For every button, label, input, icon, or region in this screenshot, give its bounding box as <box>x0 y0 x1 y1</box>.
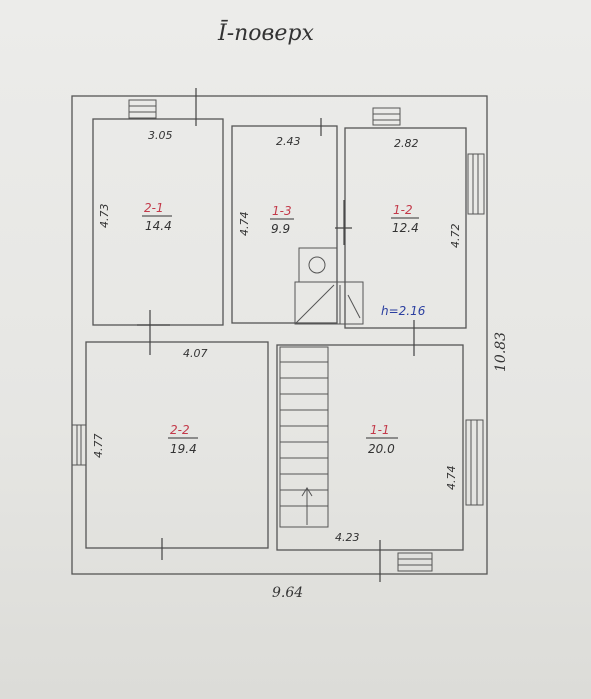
window-top-left <box>128 99 157 119</box>
ceiling-height-note: h=2.16 <box>381 304 426 318</box>
room-1-3-area: 9.9 <box>271 222 290 236</box>
room-2-2-id: 2-2 <box>170 423 190 437</box>
window-right-upper <box>467 153 485 215</box>
window-bottom <box>397 552 433 572</box>
room-2-1-top-dim: 3.05 <box>148 129 173 142</box>
room-2-2-top-dim: 4.07 <box>183 347 208 360</box>
room-1-1-side-dim: 4.74 <box>445 466 458 491</box>
room-1-3-side-dim: 4.74 <box>238 212 251 237</box>
room-1-1-area: 20.0 <box>368 442 395 456</box>
window-top-right <box>372 107 401 126</box>
stove-block <box>294 247 364 325</box>
sheet-title: Ī-поверх <box>217 20 314 46</box>
door-marks <box>137 88 415 582</box>
room-1-2-id: 1-2 <box>393 203 413 217</box>
room-1-2-top-dim: 2.82 <box>394 137 419 150</box>
room-1-1-outline <box>276 344 464 551</box>
staircase <box>279 346 329 528</box>
overall-width-dim: 9.64 <box>272 585 303 601</box>
overall-depth-dim: 10.83 <box>493 332 509 372</box>
room-1-2-side-dim: 4.72 <box>449 224 462 249</box>
room-1-1-top-dim: 4.23 <box>335 531 360 544</box>
room-1-3-id: 1-3 <box>272 204 292 218</box>
window-right-lower <box>465 419 484 506</box>
room-1-3-top-dim: 2.43 <box>276 135 301 148</box>
room-2-2-area: 19.4 <box>170 442 197 456</box>
room-1-1-id: 1-1 <box>370 423 390 437</box>
room-2-1-side-dim: 4.73 <box>98 204 111 229</box>
room-1-2-area: 12.4 <box>392 221 419 235</box>
outer-wall-outline <box>71 95 488 575</box>
room-2-1-area: 14.4 <box>145 219 172 233</box>
room-2-1-id: 2-1 <box>144 201 164 215</box>
room-1-3-outline <box>231 125 338 324</box>
room-2-2-side-dim: 4.77 <box>92 434 105 459</box>
window-left-lower <box>71 424 87 466</box>
